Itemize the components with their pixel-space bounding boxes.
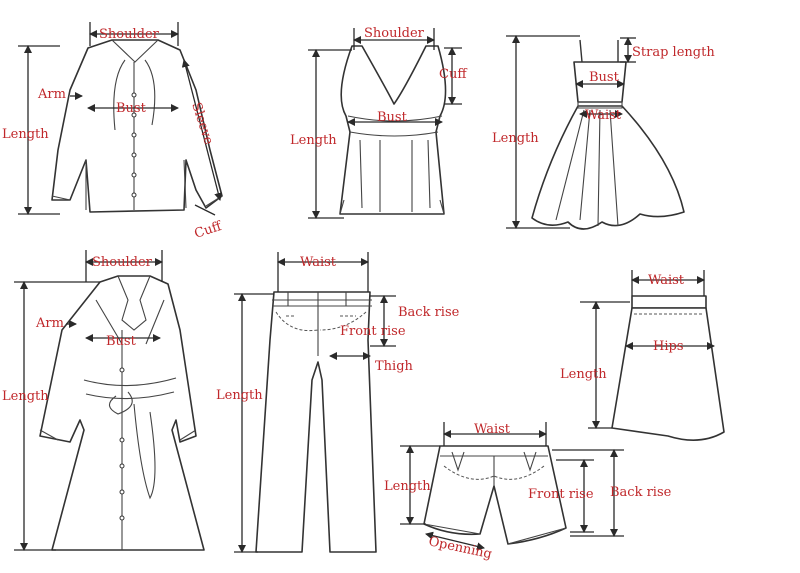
shorts-openning-label: Openning bbox=[427, 534, 493, 562]
skirt-hips-label: Hips bbox=[653, 339, 684, 354]
blouse-length-label: Length bbox=[2, 127, 49, 142]
skirt-figure bbox=[580, 270, 725, 441]
coat-figure bbox=[14, 250, 205, 551]
blouse-arm-label: Arm bbox=[37, 87, 66, 102]
coat-length-label: Length bbox=[2, 389, 49, 404]
skirt-length-label: Length bbox=[560, 367, 607, 382]
tank-length-label: Length bbox=[290, 133, 337, 148]
shorts-body bbox=[423, 445, 567, 545]
pants-waist-label: Waist bbox=[300, 255, 337, 270]
shorts-waist-label: Waist bbox=[474, 422, 511, 437]
pants-front-rise-label: Front rise bbox=[340, 324, 406, 339]
blouse-bust-label: Bust bbox=[116, 101, 147, 116]
dress-bust-label: Bust bbox=[589, 70, 620, 85]
dress-length-label: Length bbox=[492, 131, 539, 146]
shorts-figure bbox=[400, 422, 624, 551]
coat-shoulder-label: Shoulder bbox=[92, 255, 153, 270]
dress-strap-length-label: Strap length bbox=[632, 45, 715, 60]
dress-figure bbox=[506, 35, 685, 230]
skirt-waist-label: Waist bbox=[648, 273, 685, 288]
tank-figure bbox=[308, 28, 462, 219]
blouse-cuff-label: Cuff bbox=[193, 218, 226, 241]
shorts-length-label: Length bbox=[384, 479, 431, 494]
blouse-shoulder-label: Shoulder bbox=[99, 27, 160, 42]
shorts-front-rise-label: Front rise bbox=[528, 487, 594, 502]
coat-arm-label: Arm bbox=[35, 316, 64, 331]
tank-bust-label: Bust bbox=[377, 110, 408, 125]
tank-body bbox=[339, 45, 447, 215]
blouse-figure bbox=[18, 22, 223, 216]
pants-thigh-label: Thigh bbox=[375, 359, 414, 374]
pants-back-rise-label: Back rise bbox=[398, 305, 460, 320]
pants-figure bbox=[234, 252, 396, 553]
coat-bust-label: Bust bbox=[106, 334, 137, 349]
dress-waist-label: Waist bbox=[585, 108, 622, 123]
shorts-back-rise-label: Back rise bbox=[610, 485, 672, 500]
skirt-body bbox=[611, 307, 725, 441]
pants-length-label: Length bbox=[216, 388, 263, 403]
tank-cuff-label: Cuff bbox=[439, 67, 468, 82]
dress-skirt bbox=[531, 105, 685, 230]
tank-shoulder-label: Shoulder bbox=[364, 26, 425, 41]
skirt-waistband bbox=[631, 295, 707, 309]
